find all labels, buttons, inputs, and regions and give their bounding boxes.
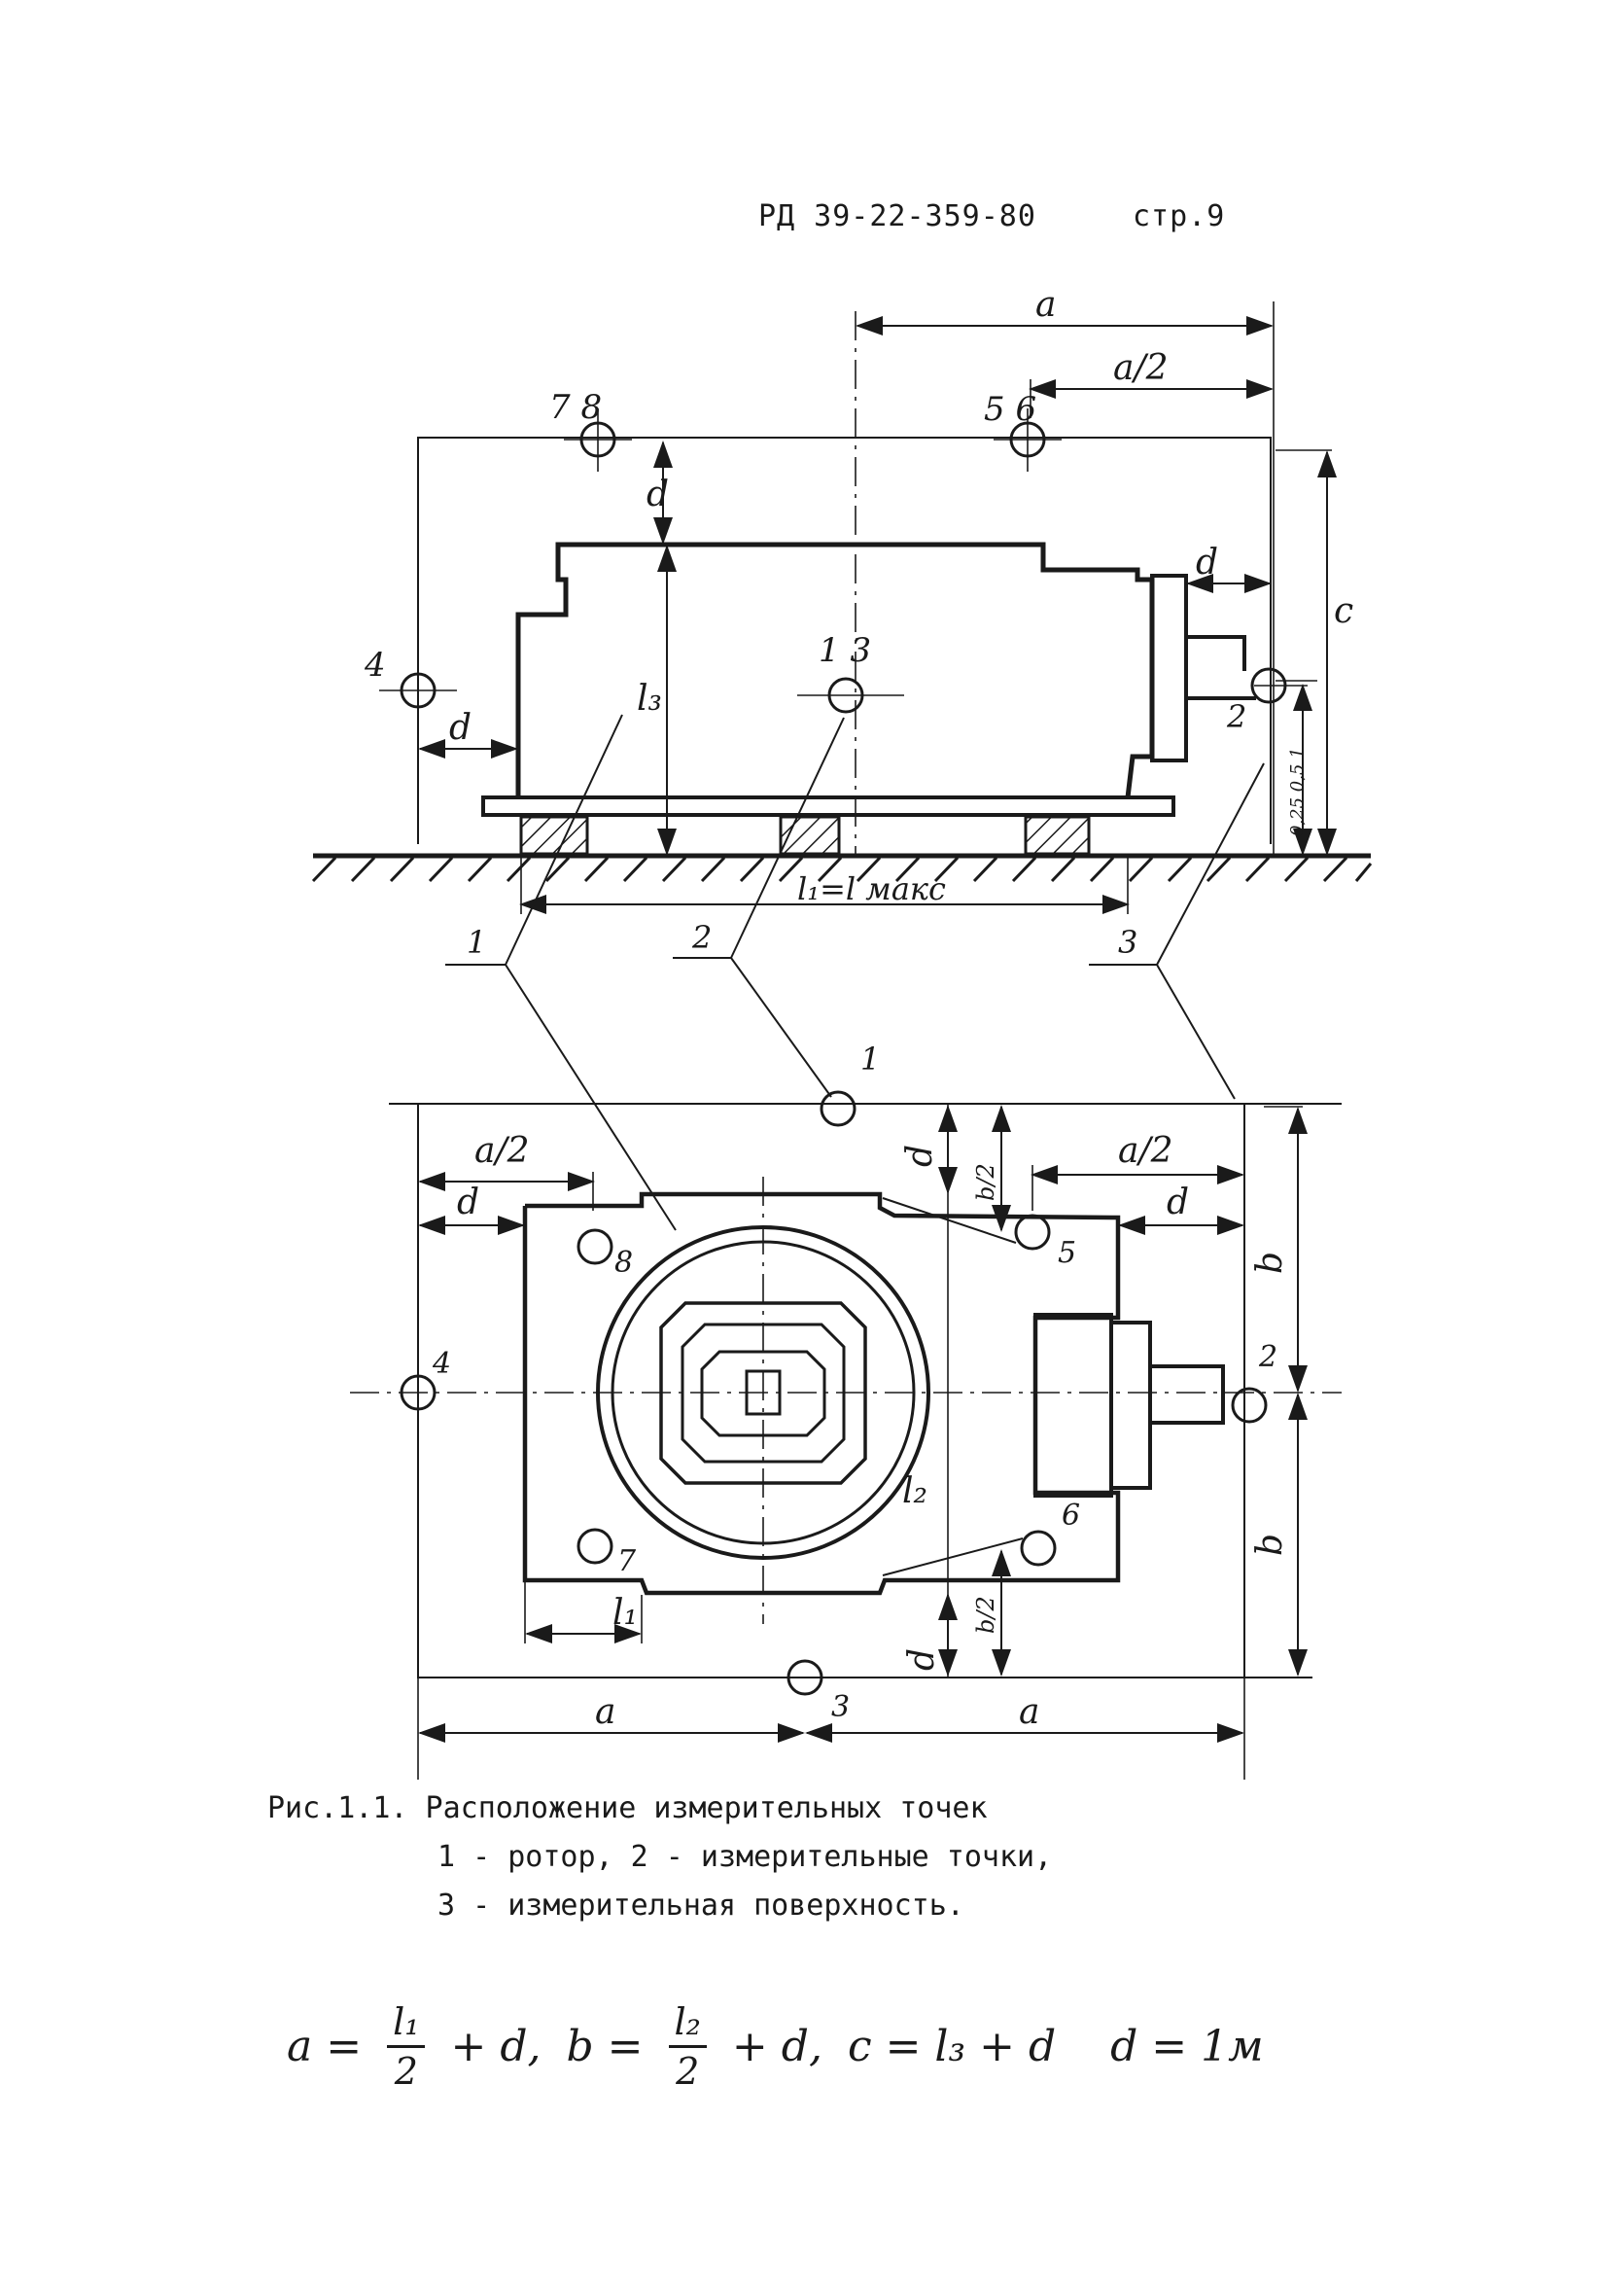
label-7-plan: 7	[617, 1544, 637, 1578]
formula-a-den: 2	[394, 2050, 418, 2093]
plan-point-5	[1014, 1214, 1051, 1251]
dim-l3: l₃	[637, 679, 662, 719]
plan-view	[350, 1090, 1342, 1780]
leader-label-3: 3	[1118, 924, 1137, 961]
caption-line-1: Рис.1.1. Расположение измерительных точе…	[267, 1791, 988, 1825]
leader-label-1: 1	[467, 924, 486, 961]
label-13: 1 3	[819, 631, 871, 670]
formula-b-fraction: l₂ 2	[668, 1998, 707, 2095]
dim-d-right: d	[1196, 543, 1218, 583]
formula-b-lhs: b =	[566, 2022, 644, 2071]
label-1-plan: 1	[860, 1041, 880, 1077]
label-8-plan: 8	[614, 1246, 633, 1280]
label-6-plan: 6	[1062, 1499, 1080, 1533]
dim-a-half-top: a/2	[1113, 348, 1169, 388]
leader-label-2: 2	[691, 919, 712, 956]
leader-lines	[445, 714, 1265, 1231]
formula-c: c = l₃ + d	[847, 2022, 1057, 2071]
formula-a-lhs: a =	[287, 2022, 363, 2071]
dim-d-left: d	[449, 708, 472, 748]
dim-b-half-top: b/2	[972, 1163, 999, 1201]
page-number: стр.9	[1133, 199, 1226, 233]
machine-body-side	[515, 542, 1155, 798]
dim-a-half-left: a/2	[474, 1131, 530, 1171]
formula-b-num: l₂	[668, 1998, 707, 2048]
caption-line-2: 1 - ротор, 2 - измерительные точки,	[437, 1840, 1053, 1874]
dim-l2: l₂	[902, 1471, 927, 1511]
dim-d-plan-bottom: d	[902, 1648, 942, 1671]
base-plate	[481, 795, 1175, 817]
rotor-outer	[596, 1225, 930, 1560]
label-4-side: 4	[364, 646, 386, 685]
label-3-plan: 3	[831, 1690, 850, 1724]
dim-b-lower: b	[1250, 1534, 1290, 1556]
label-2-plan: 2	[1258, 1340, 1277, 1374]
caption-line-3: 3 - измерительная поверхность.	[437, 1889, 964, 1923]
label-5-plan: 5	[1058, 1236, 1076, 1270]
dim-b-upper: b	[1250, 1252, 1290, 1274]
rotor-winding	[659, 1301, 867, 1485]
dim-l1-max: l₁=l макс	[797, 870, 946, 907]
formula-a-fraction: l₁ 2	[387, 1998, 426, 2095]
figure-caption: Рис.1.1. Расположение измерительных точе…	[267, 1784, 1052, 1930]
plan-point-3	[787, 1659, 823, 1696]
plan-point-4	[400, 1374, 437, 1411]
dim-d-plan-top: d	[900, 1145, 940, 1167]
formula-b-tail: + d,	[731, 2022, 822, 2071]
label-56: 5 6	[984, 390, 1036, 429]
dim-a-half-right: a/2	[1118, 1131, 1173, 1171]
plan-point-7	[577, 1528, 613, 1565]
page-header: РД 39-22-359-80 стр.9	[758, 199, 1303, 233]
plan-point-8	[577, 1228, 613, 1265]
side-measurement-surface	[417, 437, 1272, 844]
label-78: 7 8	[549, 388, 602, 427]
side-note: 0,25 0,5 1	[1287, 747, 1308, 836]
dim-d-plan-right: d	[1167, 1183, 1189, 1222]
formula-a-tail: + d,	[450, 2022, 542, 2071]
label-2-side: 2	[1226, 698, 1246, 735]
dim-a-top: a	[1035, 285, 1056, 325]
formula-d: d = 1м	[1110, 2022, 1264, 2071]
label-4-plan: 4	[432, 1347, 451, 1381]
formula-row: a = l₁ 2 + d, b = l₂ 2 + d, c = l₃ + d d…	[287, 1998, 1264, 2095]
dim-d-plan-left: d	[457, 1183, 479, 1222]
dim-d-vertical: d	[647, 475, 669, 514]
formula-a-num: l₁	[387, 1998, 426, 2048]
dim-a-bottom-right: a	[1019, 1692, 1039, 1732]
dim-l1: l₁	[612, 1593, 638, 1633]
document-code: РД 39-22-359-80	[758, 199, 1036, 233]
side-view	[311, 301, 1373, 914]
dim-b-half-bottom: b/2	[972, 1596, 999, 1634]
dim-a-bottom-left: a	[595, 1692, 615, 1732]
plan-point-6	[1020, 1530, 1057, 1567]
plan-point-2	[1231, 1387, 1268, 1424]
plan-point-1	[820, 1090, 856, 1127]
formula-b-den: 2	[676, 2050, 700, 2093]
dim-c: c	[1334, 591, 1353, 631]
